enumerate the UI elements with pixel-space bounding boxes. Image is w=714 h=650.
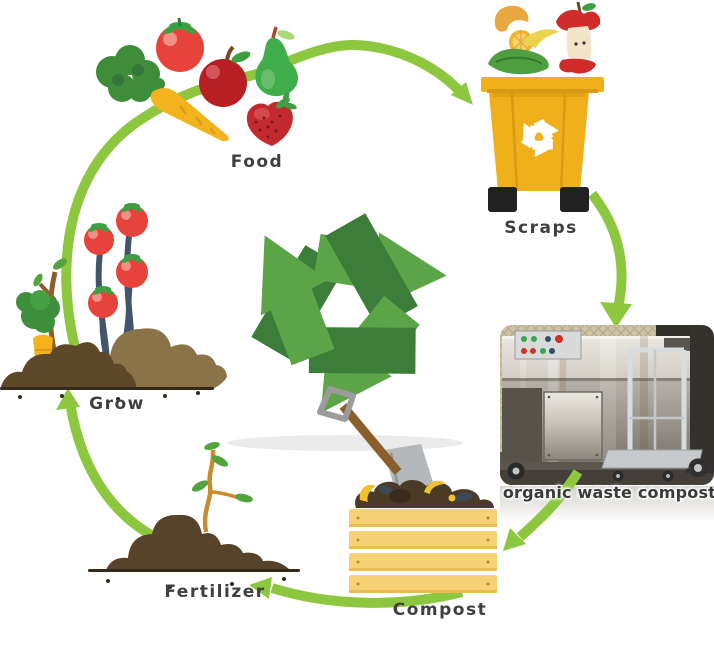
tomato-icon — [156, 17, 204, 72]
label-fertilizer: Fertilizer — [164, 582, 266, 602]
carrot-icon — [141, 76, 229, 142]
machine-lower-panel — [502, 388, 542, 462]
machine-door — [543, 391, 603, 461]
arrow-compost-to-fertilizer — [249, 577, 464, 608]
pear-icon — [255, 26, 299, 97]
food-illustration — [96, 17, 299, 146]
strawberry-icon — [246, 91, 297, 146]
soil-mound-dark — [0, 342, 137, 389]
fertilizer-mound — [106, 514, 290, 570]
crate-slats — [349, 509, 497, 593]
food-scraps — [488, 1, 601, 75]
ground-shadow — [227, 435, 463, 451]
label-food: Food — [230, 152, 284, 172]
control-panel — [514, 330, 582, 360]
apple-core-icon — [556, 1, 601, 74]
trash-bin-icon — [481, 1, 604, 212]
recycle-symbol-icon — [251, 213, 447, 414]
arrow-grow-to-scraps — [61, 39, 473, 354]
seedling-icon — [88, 442, 300, 589]
label-compost: Compost — [392, 600, 488, 620]
arrow-composter-to-compost — [503, 469, 583, 551]
cart-frame — [601, 347, 703, 482]
photo-caption: organic waste composter — [502, 483, 714, 502]
apple-icon — [199, 45, 251, 107]
tomato-plant-icon — [0, 203, 227, 401]
arrow-scraps-to-composter — [588, 190, 632, 328]
label-scraps: Scraps — [504, 218, 578, 238]
tomatoes — [84, 203, 148, 318]
photo-dark-right — [686, 325, 714, 473]
compost-crate-icon — [349, 480, 497, 593]
label-grow: Grow — [89, 394, 145, 414]
composter-photo — [500, 325, 714, 522]
